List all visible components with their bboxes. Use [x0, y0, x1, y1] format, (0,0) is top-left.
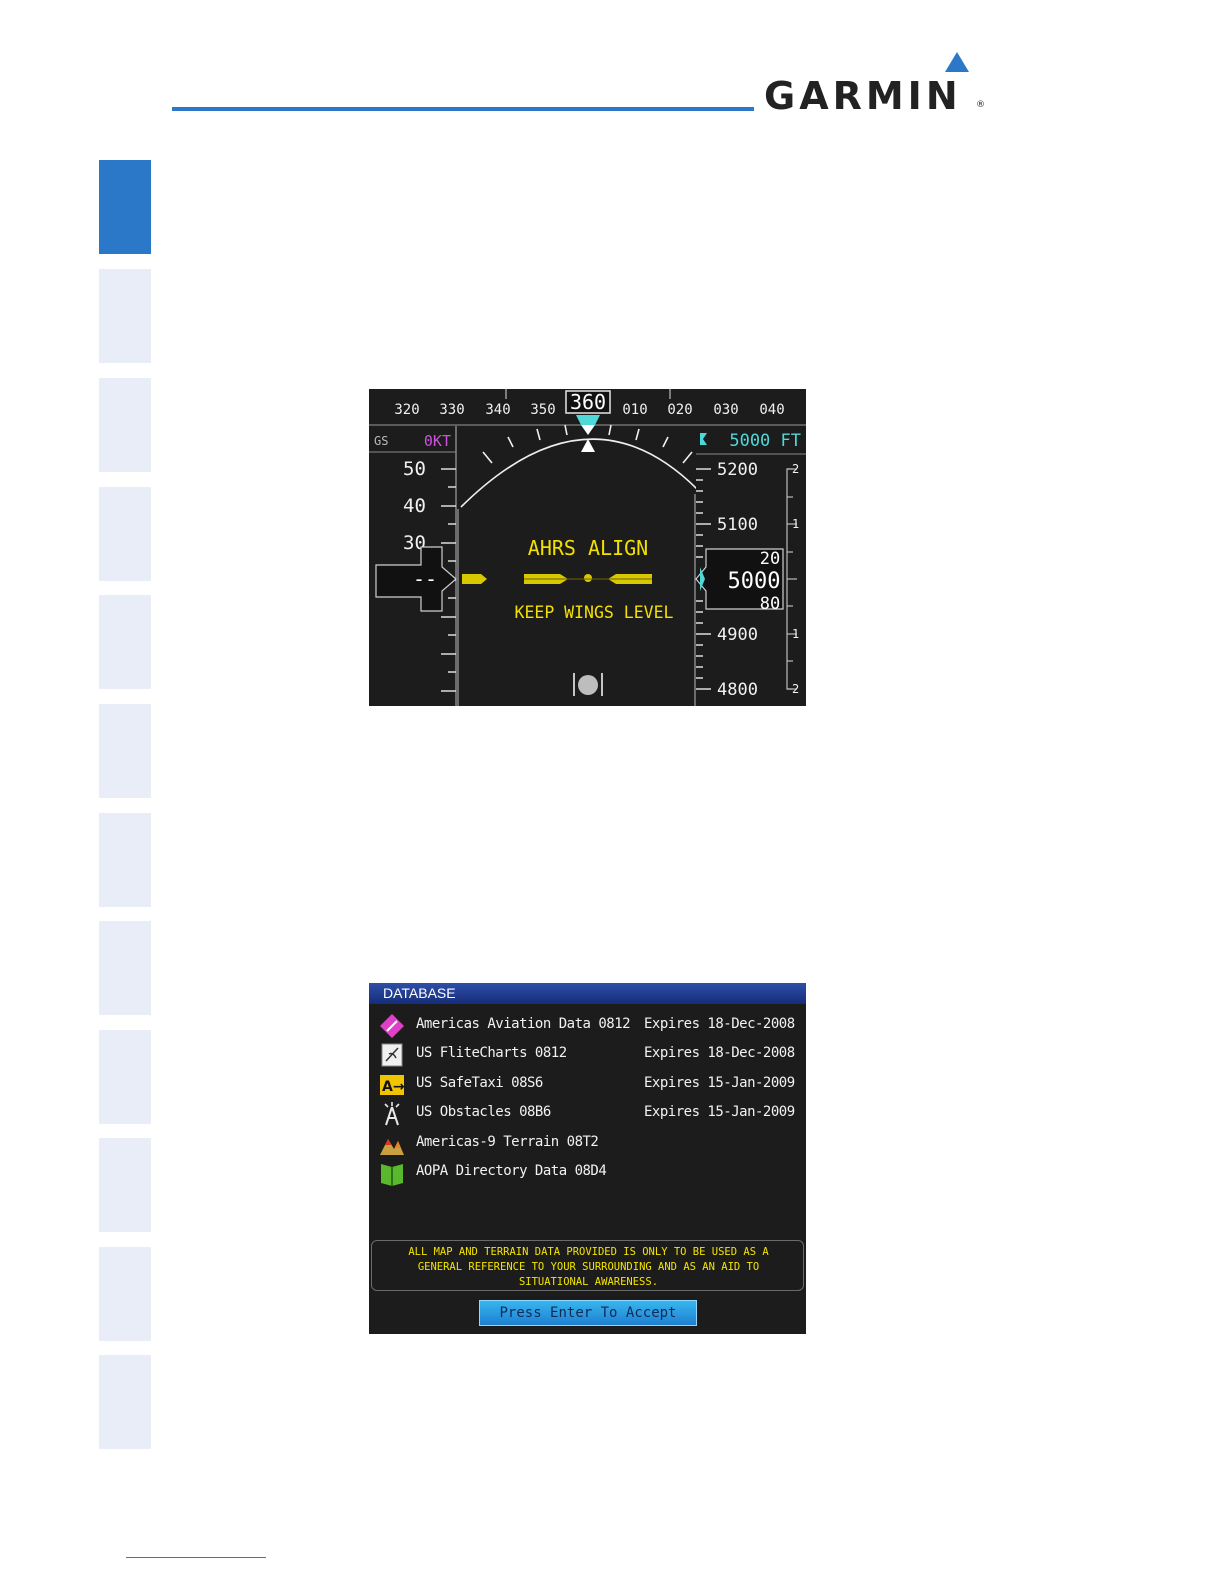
database-name: US Obstacles 08B6 [416, 1104, 551, 1120]
scale-tick [482, 451, 493, 464]
side-tab[interactable] [99, 704, 151, 798]
database-row: Americas Aviation Data 0812 Expires 18-De… [379, 1013, 803, 1039]
altitude-tick-label: 4900 [717, 625, 758, 645]
database-expires: Expires 18-Dec-2008 [644, 1045, 795, 1061]
heading-scale-label: 040 [759, 402, 784, 418]
ground-speed-value: 0KT [424, 432, 451, 450]
header-rule [172, 107, 754, 111]
database-warning: ALL MAP AND TERRAIN DATA PROVIDED IS ONL… [372, 1245, 805, 1290]
ahrs-message-secondary: KEEP WINGS LEVEL [515, 603, 674, 622]
altitude-roll-above: 20 [760, 549, 780, 569]
pfd-ahrs-align-screen: 320 330 340 350 010 020 030 040 360 GS 0KT 50 40… [369, 389, 806, 706]
side-tab[interactable] [99, 269, 151, 363]
side-tab[interactable] [99, 595, 151, 689]
heading-bug-icon [576, 415, 600, 425]
altitude-tick-label: 5100 [717, 515, 758, 535]
ground-speed-label: GS [374, 434, 388, 448]
side-tab[interactable] [99, 813, 151, 907]
scale-tick [507, 436, 514, 448]
vsi-tick-label: 2 [792, 682, 799, 696]
side-tab[interactable] [99, 921, 151, 1015]
left-wing-bar-icon [462, 574, 487, 584]
database-name: US FliteCharts 0812 [416, 1045, 567, 1061]
database-title-bar: DATABASE [369, 983, 806, 1004]
heading-scale-label: 020 [667, 402, 692, 418]
obstacle-icon [379, 1101, 405, 1127]
side-tab[interactable] [99, 1138, 151, 1232]
scale-tick [564, 424, 568, 436]
side-tab[interactable] [99, 1247, 151, 1341]
scale-tick [635, 428, 640, 441]
heading-scale-label: 030 [713, 402, 738, 418]
database-expires: Expires 18-Dec-2008 [644, 1016, 795, 1032]
altitude-tick-label: 4800 [717, 680, 758, 700]
altitude-bug-icon [700, 433, 707, 445]
slip-ball-icon [578, 675, 598, 695]
side-tab[interactable] [99, 1030, 151, 1124]
database-row: A→ US SafeTaxi 08S6 Expires 15-Jan-2009 [379, 1072, 803, 1098]
database-name: US SafeTaxi 08S6 [416, 1075, 543, 1091]
footer-rule [126, 1557, 266, 1558]
vsi-tick-label: 2 [792, 462, 799, 476]
heading-scale-label: 320 [394, 402, 419, 418]
database-expires: Expires 15-Jan-2009 [644, 1075, 795, 1091]
airspeed-tick-label: 30 [403, 532, 426, 554]
aircraft-dot-icon [584, 574, 592, 582]
side-tab[interactable] [99, 378, 151, 472]
scale-tick [682, 451, 693, 464]
svg-text:A→: A→ [382, 1079, 405, 1095]
altitude-tick-label: 5200 [717, 460, 758, 480]
database-title: DATABASE [383, 985, 456, 1001]
warning-line: ALL MAP AND TERRAIN DATA PROVIDED IS ONL… [408, 1246, 769, 1258]
safetaxi-icon: A→ [379, 1072, 405, 1098]
warning-line: GENERAL REFERENCE TO YOUR SURROUNDING AN… [417, 1261, 760, 1273]
scale-tick [608, 424, 612, 436]
scale-tick [662, 436, 669, 448]
database-name: AOPA Directory Data 08D4 [416, 1163, 607, 1179]
aviation-diamond-icon [379, 1013, 405, 1039]
heading-scale-label: 330 [439, 402, 464, 418]
terrain-icon [379, 1131, 405, 1157]
heading-current: 360 [570, 390, 606, 414]
garmin-logo: GARMIN ® [764, 52, 990, 118]
database-row: AOPA Directory Data 08D4 [379, 1160, 803, 1186]
heading-scale-label: 350 [530, 402, 555, 418]
flitecharts-icon [379, 1042, 405, 1068]
airspeed-tick-label: 40 [403, 495, 426, 517]
airspeed-readout-box [375, 546, 457, 612]
warning-line: SITUATIONAL AWARENESS. [518, 1276, 659, 1288]
ahrs-message-primary: AHRS ALIGN [528, 536, 648, 560]
database-warning-box: ALL MAP AND TERRAIN DATA PROVIDED IS ONL… [371, 1240, 804, 1291]
vsi-tick-label: 1 [792, 627, 799, 641]
database-row: Americas-9 Terrain 08T2 [379, 1131, 803, 1157]
heading-scale-label: 010 [622, 402, 647, 418]
pfd-graphic: 320 330 340 350 010 020 030 040 360 GS 0KT 50 40… [369, 389, 806, 706]
press-enter-to-accept-button[interactable]: Press Enter To Accept [479, 1300, 697, 1326]
airspeed-tick-label: 50 [403, 458, 426, 480]
altitude-readout-box [695, 548, 784, 610]
vsi-tick-label: 1 [792, 517, 799, 531]
database-row: US Obstacles 08B6 Expires 15-Jan-2009 [379, 1101, 803, 1127]
directory-book-icon [379, 1160, 405, 1186]
side-tab[interactable] [99, 160, 151, 254]
roll-pointer-icon [581, 439, 595, 452]
registered-mark-icon: ® [976, 100, 985, 110]
database-name: Americas-9 Terrain 08T2 [416, 1134, 599, 1150]
side-tab[interactable] [99, 1355, 151, 1449]
altitude-readout: 5000 [728, 569, 781, 594]
logo-triangle-icon [945, 52, 969, 72]
database-name: Americas Aviation Data 0812 [416, 1016, 631, 1032]
airspeed-readout: -- [413, 567, 437, 591]
side-tab[interactable] [99, 487, 151, 581]
database-expires: Expires 15-Jan-2009 [644, 1104, 795, 1120]
altitude-roll-below: 80 [760, 594, 780, 614]
heading-scale-label: 340 [485, 402, 510, 418]
scale-tick [536, 428, 541, 441]
selected-altitude: 5000 FT [729, 431, 801, 451]
logo-text: GARMIN [764, 74, 962, 118]
database-row: US FliteCharts 0812 Expires 18-Dec-2008 [379, 1042, 803, 1068]
